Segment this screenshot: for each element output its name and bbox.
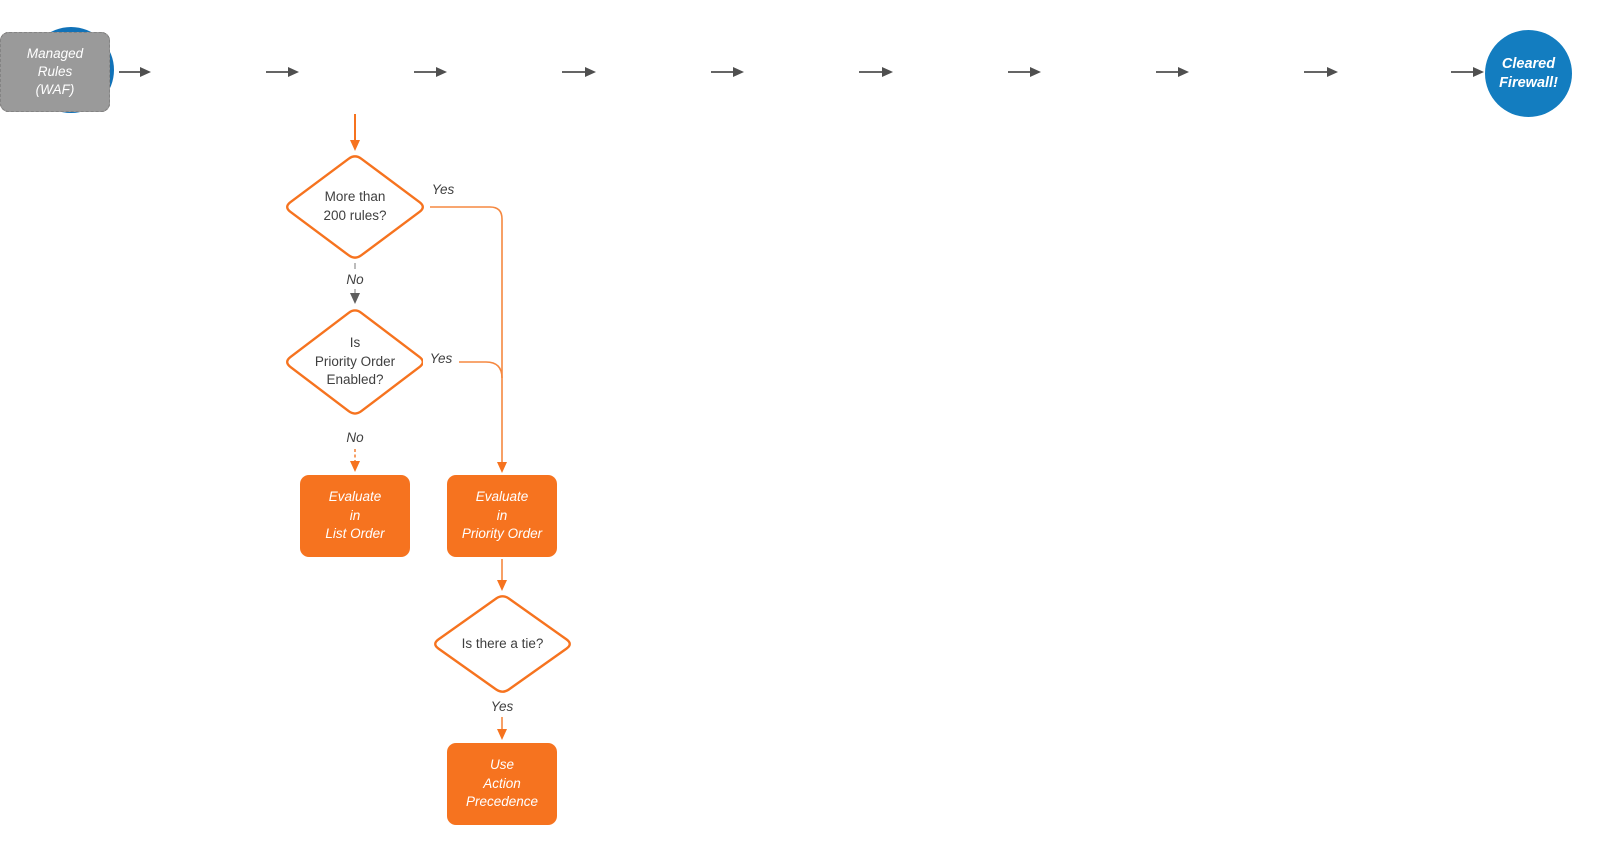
edge-label-decision1-yes: Yes — [425, 179, 461, 199]
decision-label: Is Priority Order Enabled? — [314, 334, 396, 388]
decision-label: More than 200 rules? — [323, 189, 387, 223]
edge-label-decision2-no: No — [337, 427, 373, 447]
node-managed-rules-waf: Managed Rules (WAF) — [0, 32, 110, 112]
action-evaluate-in-list-order: Evaluate in List Order — [300, 475, 410, 557]
action-label: Use Action Precedence — [465, 757, 539, 810]
edge-label-decision3-yes: Yes — [484, 696, 520, 716]
decision-priority-order-enabled: Is Priority Order Enabled? — [282, 306, 428, 418]
diamond-shape — [286, 309, 424, 415]
action-label: Evaluate in List Order — [325, 489, 385, 542]
decision-label: Is there a tie? — [461, 635, 544, 651]
action-evaluate-in-priority-order: Evaluate in Priority Order — [447, 475, 557, 557]
decision-is-there-a-tie: Is there a tie? — [430, 592, 575, 696]
arrow-decision1-yes-to-priority — [430, 206, 507, 473]
diamond-shape — [434, 595, 571, 693]
edge-label-decision2-yes: Yes — [423, 348, 459, 368]
node-cleared-firewall: Cleared Firewall! — [1485, 30, 1572, 117]
decision-more-than-200-rules: More than 200 rules? — [282, 152, 428, 262]
edge-label-decision1-no: No — [337, 269, 373, 289]
action-label: Evaluate in Priority Order — [461, 489, 543, 542]
node-label: Managed Rules (WAF) — [26, 46, 84, 97]
action-use-action-precedence: Use Action Precedence — [447, 743, 557, 825]
diamond-shape — [286, 155, 424, 259]
node-label: Cleared Firewall! — [1499, 55, 1558, 91]
